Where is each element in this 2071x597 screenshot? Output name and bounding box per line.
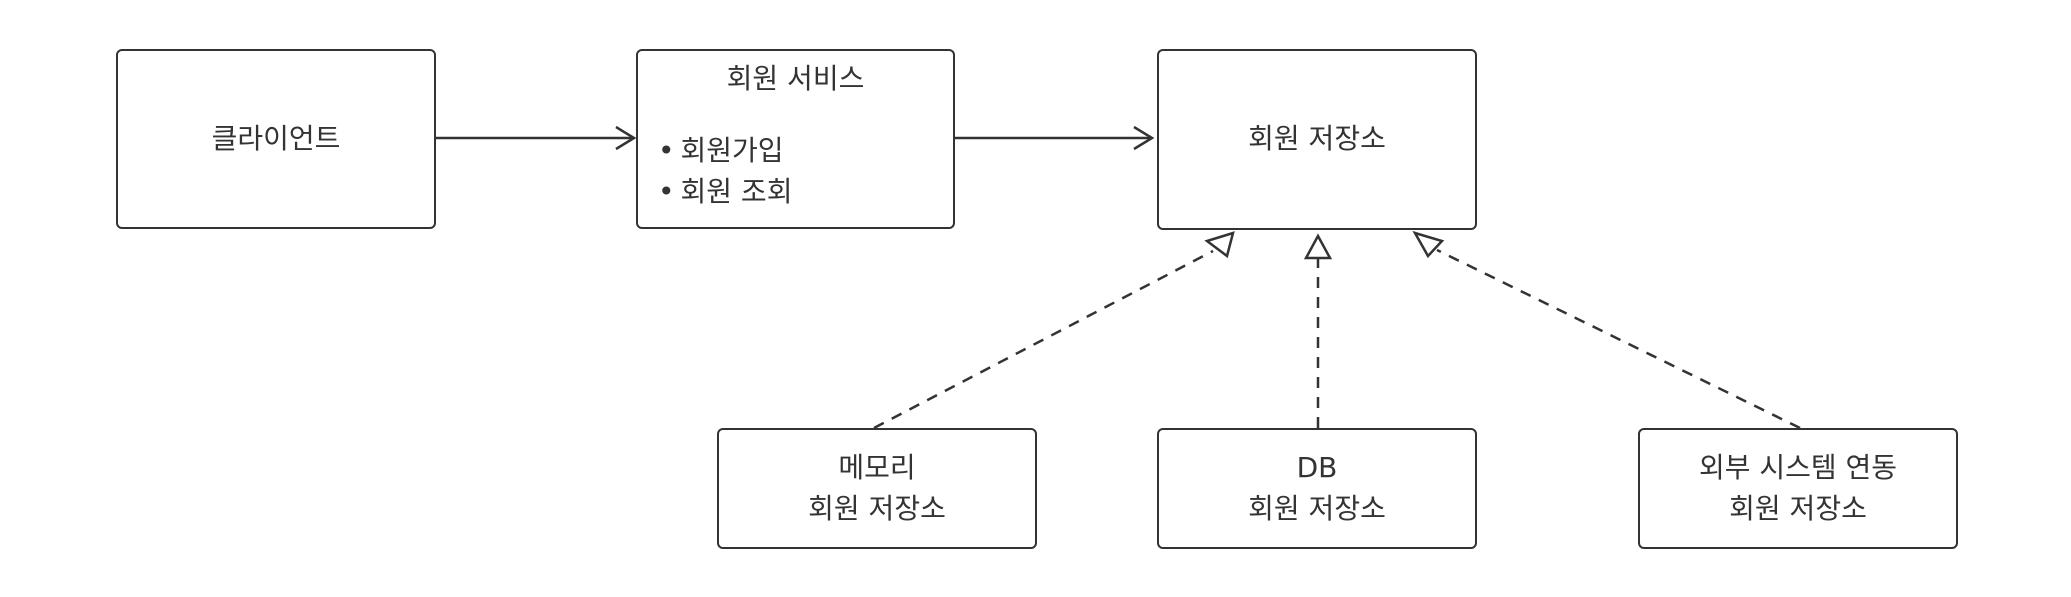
db-repository-line1: DB: [1296, 450, 1338, 484]
client-label: 클라이언트: [211, 121, 341, 155]
member-service-title: 회원 서비스: [726, 62, 865, 95]
feature-item: 회원가입: [658, 131, 792, 172]
external-repository-line2: 회원 저장소: [1729, 491, 1867, 525]
external-repository-box[interactable]: 외부 시스템 연동 회원 저장소: [1638, 428, 1958, 549]
memory-repository-line2: 회원 저장소: [808, 491, 946, 525]
member-repository-label: 회원 저장소: [1248, 122, 1386, 156]
member-service-box[interactable]: 회원 서비스 회원가입 회원 조회: [636, 49, 955, 229]
external-repository-line1: 외부 시스템 연동: [1698, 450, 1898, 484]
realization-db-to-repository: [1303, 233, 1333, 428]
db-repository-line2: 회원 저장소: [1248, 491, 1386, 525]
feature-item: 회원 조회: [658, 172, 793, 213]
realization-external-to-repository: [1412, 230, 1801, 430]
db-repository-box[interactable]: DB 회원 저장소: [1157, 428, 1477, 549]
realization-memory-to-repository: [873, 231, 1235, 430]
memory-repository-line1: 메모리: [838, 450, 916, 484]
member-service-features: 회원가입 회원 조회: [658, 131, 793, 213]
member-repository-box[interactable]: 회원 저장소: [1157, 49, 1477, 230]
arrow-service-to-repository: [955, 125, 1155, 151]
arrow-client-to-service: [436, 125, 637, 151]
client-box[interactable]: 클라이언트: [116, 49, 436, 229]
memory-repository-box[interactable]: 메모리 회원 저장소: [717, 428, 1037, 549]
